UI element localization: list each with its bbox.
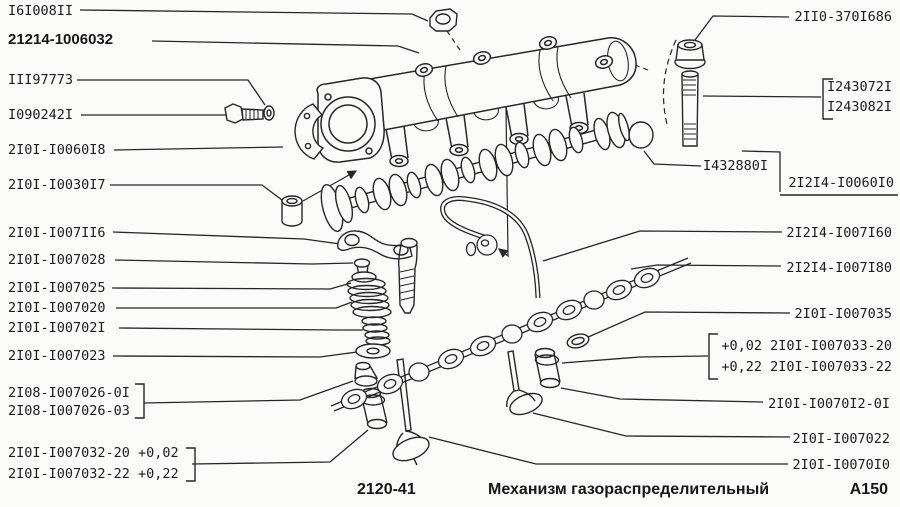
part-label-2101-1007033-22: +0,22 2I0I-I007033-22	[721, 359, 892, 375]
tappet-bolt-drawing	[397, 237, 418, 314]
rocker-shaft-rail-drawing	[330, 257, 692, 412]
part-label-10902421: I090242I	[8, 107, 74, 123]
part-label-2101-1007010: 2I0I-I0070I0	[792, 457, 890, 473]
bolt-washer-drawing	[224, 103, 275, 124]
flanged-nut-drawing	[674, 39, 706, 70]
part-label-16100811: I6I008II	[8, 3, 74, 19]
cup-plug-drawing	[628, 121, 654, 149]
part-label-14328801: I432880I	[703, 158, 769, 174]
part-label-2101-1007033-20: +0,02 2I0I-I007033-20	[721, 338, 892, 354]
part-label-2110-3701686: 2II0-370I686	[794, 9, 892, 25]
valves-and-guides-drawing	[360, 347, 561, 466]
part-label-12430721: I243072I	[826, 79, 892, 95]
camshaft-drawing	[320, 111, 630, 232]
nut-drawing	[429, 8, 458, 32]
part-label-2101-1007023: 2I0I-I007023	[8, 348, 106, 364]
bracket-marks	[135, 78, 898, 482]
o-ring-drawing	[566, 333, 590, 349]
stud-drawing	[681, 70, 699, 147]
part-label-2101-1007025: 2I0I-I007025	[8, 280, 106, 296]
part-label-21214-1006032: 21214-1006032	[8, 31, 114, 48]
drawing-number: 2120-41	[357, 481, 416, 498]
leader-lines	[77, 9, 822, 465]
part-label-2101-1007032-22: 2I0I-I007032-22 +0,22	[8, 466, 179, 482]
part-label-21214-1007160: 2I2I4-I007I60	[786, 225, 892, 241]
valve-right-drawing	[506, 350, 543, 416]
rocker-and-springs-drawing	[337, 230, 418, 387]
figure-title: Механизм газораспределительный	[488, 481, 770, 498]
part-label-2108-1007026-03: 2I08-I007026-03	[8, 403, 130, 419]
valve-stem-seal-drawing	[354, 361, 379, 387]
bushing-drawing	[281, 195, 303, 227]
pipe-fitting-drawing	[465, 234, 498, 257]
part-label-2101-1007116: 2I0I-I007II6	[8, 225, 106, 241]
part-label-2101-1007012-01: 2I0I-I0070I2-0I	[768, 396, 890, 412]
valve-guide-right-drawing	[534, 347, 561, 389]
thrust-flange-drawing	[294, 103, 325, 160]
part-label-2101-1007028: 2I0I-I007028	[8, 252, 106, 268]
part-label-12430821: I243082I	[826, 99, 892, 115]
fasteners-drawing	[224, 8, 706, 349]
part-label-2101-1007032-20: 2I0I-I007032-20 +0,02	[8, 445, 179, 461]
part-label-2101-1007021: 2I0I-I00702I	[8, 320, 106, 336]
part-label-21214-1006010: 2I2I4-I0060I0	[788, 175, 894, 191]
oil-pipe-drawing	[440, 196, 541, 299]
part-label-2101-1007020: 2I0I-I007020	[8, 300, 106, 316]
page-code: А150	[849, 481, 888, 498]
part-label-11197773: III97773	[8, 72, 74, 88]
part-label-2108-1007026-01: 2I08-I007026-0I	[8, 385, 130, 401]
part-label-2101-1007035: 2I0I-I007035	[794, 306, 892, 322]
camshaft-housing-drawing	[316, 36, 637, 168]
part-label-2101-1003017: 2I0I-I0030I7	[8, 177, 106, 193]
part-label-2101-1007022: 2I0I-I007022	[792, 431, 890, 447]
part-label-2101-1006018: 2I0I-I0060I8	[8, 142, 106, 158]
part-label-21214-1007180: 2I2I4-I007I80	[786, 260, 892, 276]
